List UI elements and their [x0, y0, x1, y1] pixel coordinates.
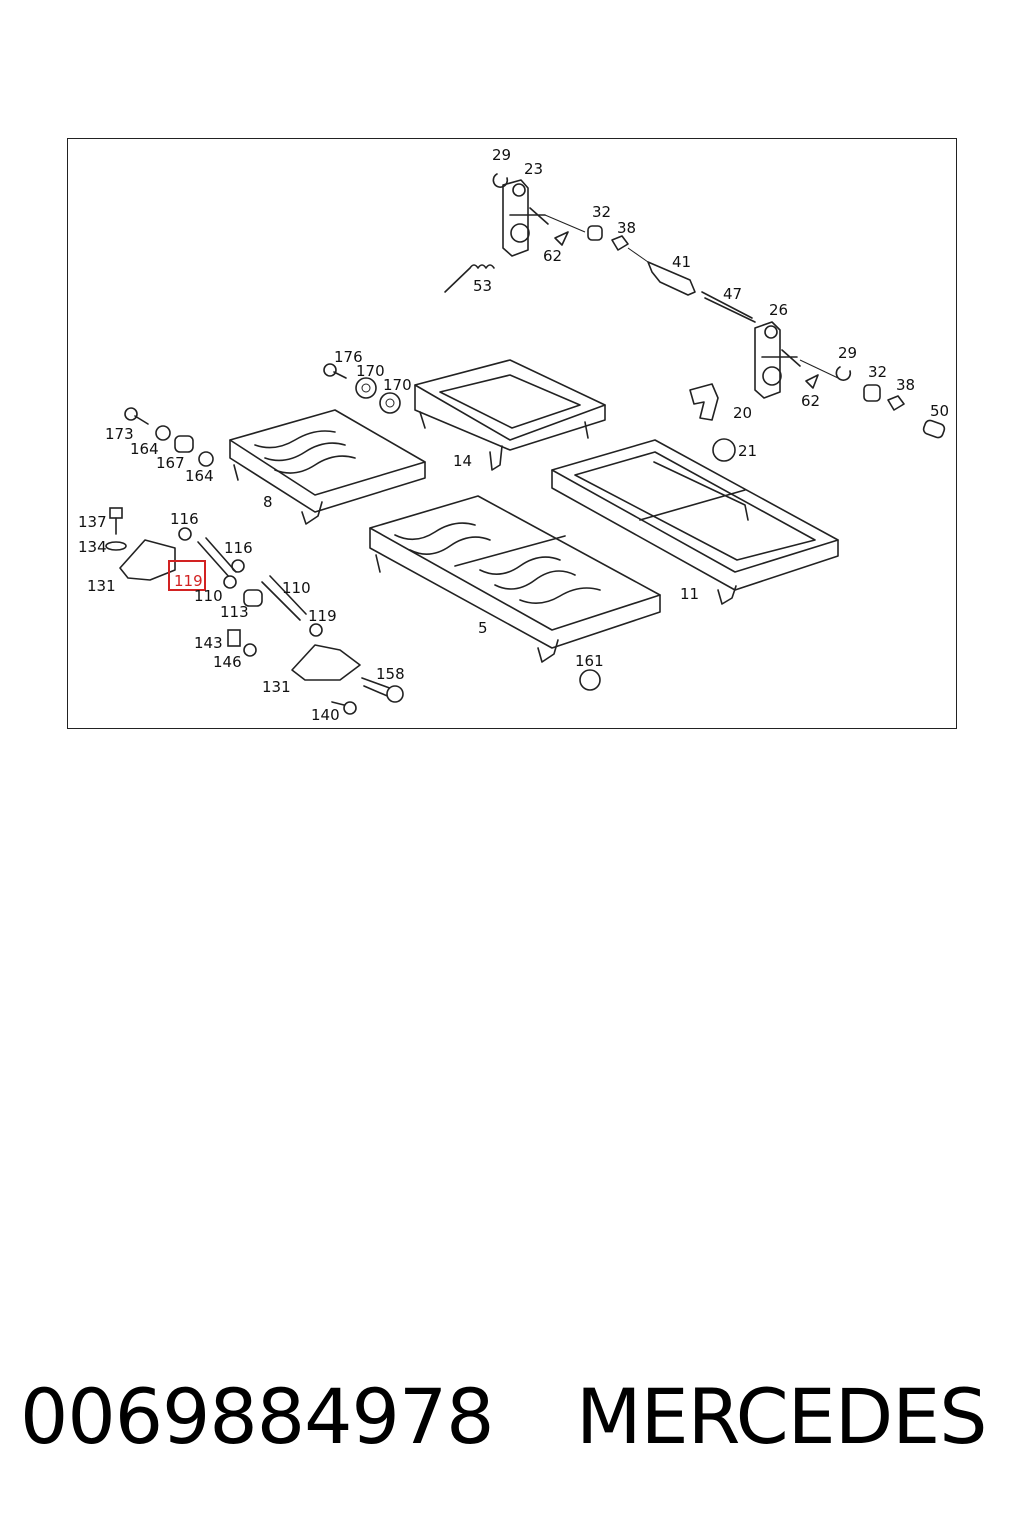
callout: 131	[262, 678, 291, 696]
callout: 131	[87, 577, 116, 595]
strut-110	[261, 575, 307, 621]
plate-143	[227, 629, 241, 647]
callout: 170	[383, 376, 412, 394]
callout: 47	[723, 285, 742, 303]
seat-frame-14	[414, 359, 606, 471]
clip-29-top	[492, 173, 509, 188]
clip-29-right	[835, 366, 852, 381]
clip-62-top	[554, 231, 569, 246]
footer: 0069884978 MERCEDES	[0, 1372, 1024, 1462]
lever-41	[647, 261, 696, 296]
hinge-bracket-23	[502, 179, 586, 257]
callout-labels: 29 23 32 38 62 53 41 47 26 29 32 38 62 5…	[78, 146, 949, 724]
screw-173	[124, 407, 138, 421]
nut-119-lower	[309, 623, 323, 637]
ring-116a	[178, 527, 192, 541]
nut-38-right	[887, 395, 905, 411]
callout: 62	[801, 392, 820, 410]
bracket-131-left	[119, 539, 176, 581]
callout: 53	[473, 277, 492, 295]
seat-frame-8	[229, 409, 426, 525]
callout: 50	[930, 402, 949, 420]
callout: 167	[156, 454, 185, 472]
callout: 143	[194, 634, 223, 652]
callout: 5	[478, 619, 488, 637]
spring-53	[444, 264, 495, 293]
ring-116b	[231, 559, 245, 573]
seat-frame-5	[369, 495, 661, 663]
callout: 29	[492, 146, 511, 164]
washer-146	[243, 643, 257, 657]
callout: 32	[868, 363, 887, 381]
washer-134	[105, 541, 127, 551]
rod-47	[701, 291, 756, 323]
nut-38-top	[611, 235, 629, 251]
callout: 158	[376, 665, 405, 683]
washer-170b	[379, 392, 401, 414]
hinge-bracket-26	[754, 321, 839, 399]
bushing-110a	[223, 575, 237, 589]
callout: 170	[356, 362, 385, 380]
highlighted-part-box	[168, 560, 206, 591]
callout: 8	[263, 493, 273, 511]
callout: 32	[592, 203, 611, 221]
highlighted-callout: 119	[174, 572, 203, 590]
callout: 140	[311, 706, 340, 724]
brand-name: MERCEDES	[576, 1372, 987, 1461]
callout: 164	[130, 440, 159, 458]
callout: 38	[896, 376, 915, 394]
part-number: 0069884978	[20, 1372, 495, 1461]
sleeve-113	[243, 589, 263, 607]
screw-176	[323, 363, 337, 377]
callout: 146	[213, 653, 242, 671]
bracket-131-lower	[291, 644, 361, 681]
callout: 23	[524, 160, 543, 178]
callout: 38	[617, 219, 636, 237]
callout: 161	[575, 652, 604, 670]
callout: 164	[185, 467, 214, 485]
callout: 173	[105, 425, 134, 443]
washer-164a	[155, 425, 171, 441]
callout: 11	[680, 585, 699, 603]
cap-161	[579, 669, 601, 691]
callout: 110	[282, 579, 311, 597]
cap-50	[922, 419, 946, 439]
bushing-32-right	[863, 384, 881, 402]
washer-164b	[198, 451, 214, 467]
star-washer-21	[712, 438, 736, 462]
callout: 29	[838, 344, 857, 362]
callout: 137	[78, 513, 107, 531]
spacer-167	[174, 435, 194, 453]
callout: 14	[453, 452, 472, 470]
seat-frame-11	[551, 439, 839, 605]
callout: 41	[672, 253, 691, 271]
diagram-frame	[67, 138, 957, 729]
callout: 176	[334, 348, 363, 366]
callout: 113	[220, 603, 249, 621]
callout: 110	[194, 587, 223, 605]
strut-119-left	[197, 537, 237, 579]
callout: 26	[769, 301, 788, 319]
washer-170a	[355, 377, 377, 399]
bushing-32-top	[587, 225, 603, 241]
clip-62-right	[805, 374, 819, 389]
callout: 62	[543, 247, 562, 265]
bolt-137	[109, 507, 123, 519]
callout: 119	[308, 607, 337, 625]
callout: 116	[170, 510, 199, 528]
callout: 134	[78, 538, 107, 556]
latch-20	[689, 383, 719, 421]
callout: 116	[224, 539, 253, 557]
callout: 20	[733, 404, 752, 422]
callout: 21	[738, 442, 757, 460]
